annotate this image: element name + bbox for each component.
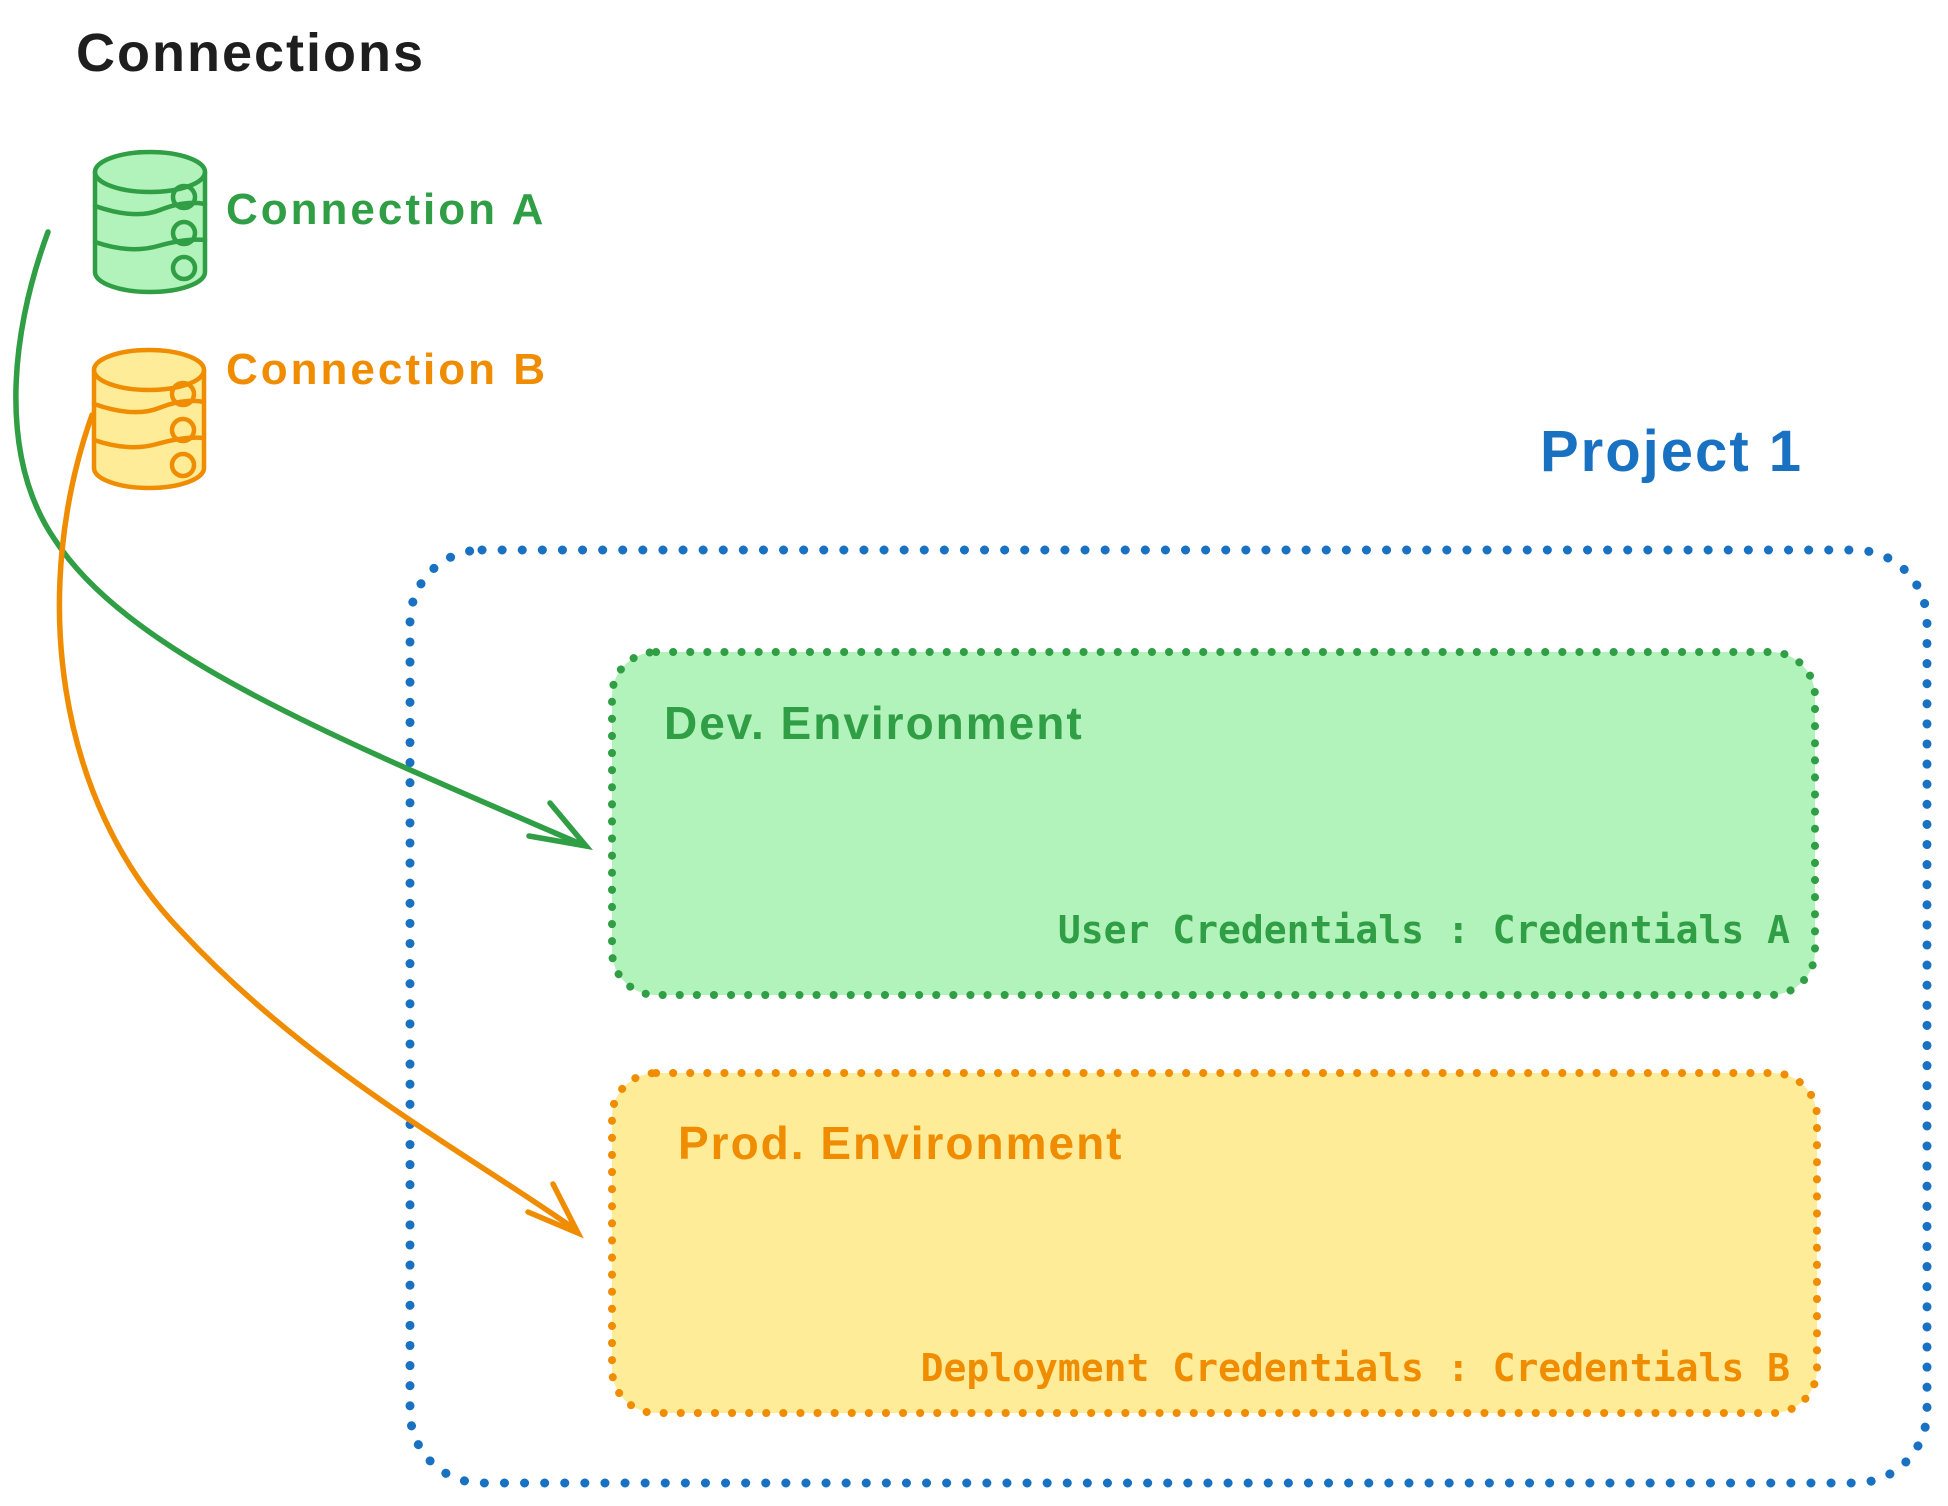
connection-a-to-dev-arrow	[13, 229, 593, 851]
project-title: Project 1	[1540, 419, 1803, 484]
connection-b-to-prod-arrow	[56, 412, 584, 1239]
dev-environment-title: Dev. Environment	[664, 697, 1084, 749]
prod-environment-title: Prod. Environment	[678, 1117, 1124, 1169]
diagram-title: Connections	[76, 23, 426, 83]
database-icon	[91, 347, 207, 491]
database-icon	[92, 149, 208, 295]
project-container	[405, 545, 1932, 1488]
dev-environment-box	[608, 648, 1819, 999]
prod-environment-credentials: Deployment Credentials : Credentials B	[920, 1346, 1790, 1390]
connection-a-label: Connection A	[226, 185, 547, 234]
dev-environment-credentials: User Credentials : Credentials A	[1057, 908, 1790, 952]
connection-b-label: Connection B	[226, 345, 548, 394]
prod-environment-box	[608, 1069, 1821, 1417]
